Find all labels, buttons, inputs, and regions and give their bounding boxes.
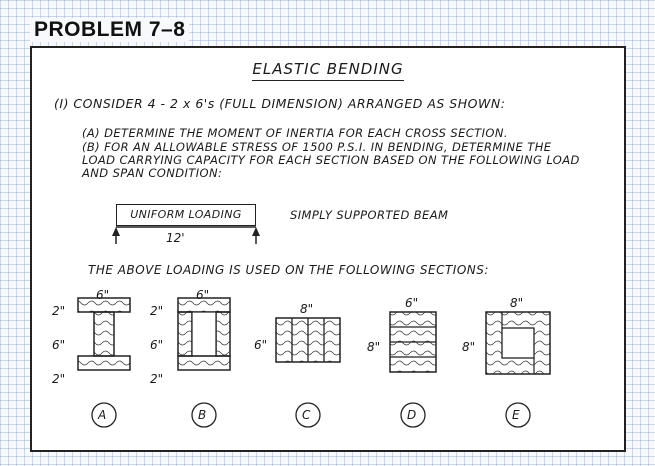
- section-c-label-circle: [295, 402, 321, 428]
- section-e-letter: E: [512, 408, 520, 422]
- problem-panel: ELASTIC BENDING (I) CONSIDER 4 - 2 x 6's…: [30, 46, 626, 452]
- section-a-dim-bottom-flange: 2": [52, 372, 66, 386]
- uniform-loading-box: UNIFORM LOADING: [116, 204, 256, 226]
- section-d-left-dim: 8": [367, 340, 381, 354]
- section-b-dim-web: 6": [150, 338, 164, 352]
- above-loading-text: THE ABOVE LOADING IS USED ON THE FOLLOWI…: [88, 263, 489, 277]
- problem-title: PROBLEM 7–8: [30, 18, 190, 42]
- section-b-dim-top-flange: 2": [150, 304, 164, 318]
- part-b-text: (B) FOR AN ALLOWABLE STRESS OF 1500 P.S.…: [82, 140, 580, 180]
- section-a-label-circle: [91, 402, 117, 428]
- section-e-label-circle: [505, 402, 531, 428]
- heading: ELASTIC BENDING: [32, 60, 624, 81]
- section-a: [77, 297, 131, 428]
- section-d-letter: D: [407, 408, 417, 422]
- span-label: 12': [166, 231, 185, 245]
- beam-type-label: SIMPLY SUPPORTED BEAM: [290, 208, 449, 222]
- section-b-letter: B: [198, 408, 207, 422]
- right-support-icon: [252, 227, 260, 236]
- part-a-text: (A) DETERMINE THE MOMENT OF INERTIA FOR …: [82, 126, 508, 140]
- section-c-left-dim: 6": [254, 338, 268, 352]
- section-d: [389, 311, 437, 428]
- section-e-top-dim: 8": [510, 296, 524, 310]
- section-b: [177, 297, 231, 428]
- section-a-dim-top-flange: 2": [52, 304, 66, 318]
- section-e-left-dim: 8": [462, 340, 476, 354]
- section-d-top-dim: 6": [405, 296, 419, 310]
- section-d-label-circle: [400, 402, 426, 428]
- cross-sections: [77, 297, 551, 428]
- section-c-letter: C: [302, 408, 311, 422]
- section-a-letter: A: [98, 408, 107, 422]
- left-support-icon: [112, 227, 120, 236]
- beam-diagram: [112, 226, 260, 244]
- intro-text: (I) CONSIDER 4 - 2 x 6's (FULL DIMENSION…: [54, 96, 506, 111]
- section-e: [485, 311, 551, 428]
- section-b-dim-bottom-flange: 2": [150, 372, 164, 386]
- section-c: [275, 317, 341, 428]
- section-a-dim-web: 6": [52, 338, 66, 352]
- section-b-top-dim: 6": [196, 288, 210, 302]
- section-c-top-dim: 8": [300, 302, 314, 316]
- section-a-top-dim: 6": [96, 288, 110, 302]
- section-b-label-circle: [191, 402, 217, 428]
